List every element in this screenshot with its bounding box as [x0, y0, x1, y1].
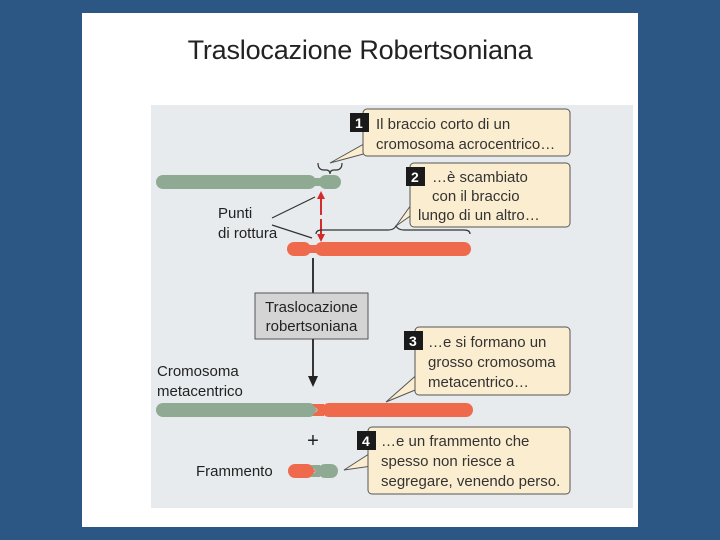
breakpoint-label-line2: di rottura [218, 225, 278, 242]
process-box [254, 292, 369, 340]
callout-3-line1: …e si formano un [428, 334, 546, 351]
callout-4: 4 …e un frammento che spesso non riesce … [343, 426, 571, 495]
callout-2-line2: con il braccio [432, 188, 520, 205]
chromosome-acrocentric-green [156, 175, 341, 189]
breakpoint-arrows [317, 191, 325, 242]
fragment-label: Frammento [196, 463, 273, 480]
brace-short-arm [317, 162, 343, 175]
callout-4-number-badge [357, 431, 376, 450]
arrow-down-icon [308, 376, 318, 387]
metacentric-orange-arm [322, 403, 473, 417]
callout-1-line2: cromosoma acrocentrico… [376, 136, 555, 153]
chromosome-green-long-arm [156, 175, 316, 189]
chromosome-orange-centromere [306, 245, 320, 253]
callout-1-number: 1 [355, 115, 363, 131]
breakpoint-label-line1: Punti [218, 205, 252, 222]
metacentric-label-line2: metacentrico [157, 383, 243, 400]
process-label-line1: Traslocazione [265, 299, 358, 316]
callout-3-line2: grosso cromosoma [428, 354, 556, 371]
arrow-down-icon [317, 234, 325, 242]
fragment-chromosome [288, 464, 338, 478]
plus-sign: + [307, 430, 319, 452]
process-label-line2: robertsoniana [266, 318, 358, 335]
callout-2-number-badge [406, 167, 425, 186]
callout-1: 1 Il braccio corto di un cromosoma acroc… [329, 108, 571, 164]
metacentric-green-arm [156, 403, 316, 417]
callout-4-line1: …e un frammento che [381, 433, 529, 450]
callout-3-number: 3 [409, 333, 417, 349]
slide-title: Traslocazione Robertsoniana [187, 35, 533, 65]
callout-1-number-badge [350, 113, 369, 132]
callout-2-number: 2 [411, 169, 419, 185]
callout-4-number: 4 [362, 433, 370, 449]
chromosome-metacentric [156, 403, 473, 417]
callout-2-line3: lungo di un altro… [418, 207, 540, 224]
process-step: Traslocazione robertsoniana [254, 258, 369, 387]
callout-2: 2 …è scambiato con il braccio lungo di u… [395, 162, 571, 228]
chromosome-green-centromere [311, 178, 325, 186]
callout-3-number-badge [404, 331, 423, 350]
chromosome-orange-short-arm [287, 242, 311, 256]
callout-4-line3: segregare, venendo perso. [381, 473, 560, 490]
callout-3: 3 …e si formano un grosso cromosoma meta… [385, 326, 571, 403]
chromosome-orange-long-arm [315, 242, 471, 256]
callout-4-line2: spesso non riesce a [381, 453, 515, 470]
breakpoint-leaders [271, 196, 316, 239]
arrow-up-icon [317, 191, 325, 199]
chromosome-acrocentric-orange [287, 242, 471, 256]
callout-2-line1: …è scambiato [432, 169, 528, 186]
metacentric-label-line1: Cromosoma [157, 363, 239, 380]
callout-3-line3: metacentrico… [428, 374, 529, 391]
callout-1-line1: Il braccio corto di un [376, 116, 510, 133]
